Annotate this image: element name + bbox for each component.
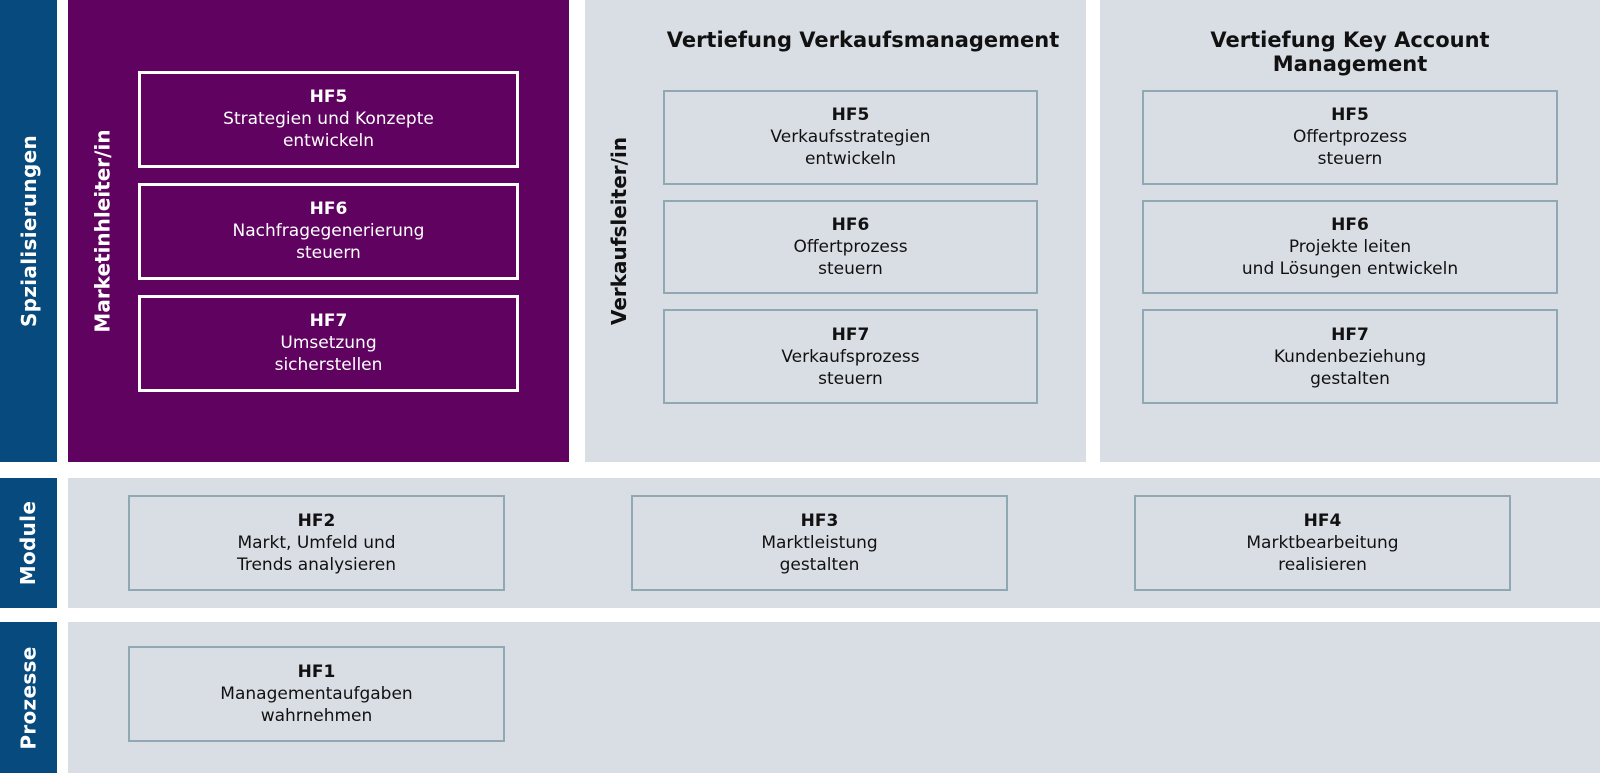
hf-box-marketing-hf6[interactable]: HF6 Nachfragegenerierung steuern <box>138 182 519 280</box>
module-box-row: HF2 Markt, Umfeld und Trends analysieren… <box>128 495 1584 591</box>
role-label-verkaufsleiter: Verkaufsleiter/in <box>607 136 631 326</box>
hf-box-stack-verkaufsmanagement: HF5 Verkaufsstrategien entwickeln HF6 Of… <box>663 90 1038 405</box>
specialization-panel-key-account-management: Vertiefung Key Account Management HF5 Of… <box>1100 0 1600 462</box>
role-rail-marketing: Marketinhleiter/in <box>68 0 138 462</box>
category-label-spezialisierungen: Spzialisierungen <box>16 134 41 328</box>
hf-code: HF1 <box>297 661 336 682</box>
hf-box-stack-key-account-management: HF5 Offertprozess steuern HF6 Projekte l… <box>1142 90 1558 405</box>
prozesse-box-row: HF1 Managementaufgaben wahrnehmen <box>128 646 505 742</box>
category-label-module: Module <box>16 500 41 586</box>
category-bar-module: Module <box>0 478 57 608</box>
hf-text: Kundenbeziehung gestalten <box>1273 346 1427 389</box>
hf-box-verkauf-hf7[interactable]: HF7 Verkaufsprozess steuern <box>663 309 1038 405</box>
specialization-panel-marketing: Marketinhleiter/in HF5 Strategien und Ko… <box>68 0 569 462</box>
prozesse-row-band: HF1 Managementaufgaben wahrnehmen <box>68 622 1600 773</box>
hf-box-module-hf2[interactable]: HF2 Markt, Umfeld und Trends analysieren <box>128 495 505 591</box>
hf-code: HF7 <box>1331 324 1369 345</box>
hf-code: HF2 <box>297 510 336 531</box>
hf-box-kam-hf6[interactable]: HF6 Projekte leiten und Lösungen entwick… <box>1142 199 1558 295</box>
hf-box-module-hf4[interactable]: HF4 Marktbearbeitung realisieren <box>1134 495 1511 591</box>
hf-code: HF5 <box>831 105 870 126</box>
hf-box-verkauf-hf6[interactable]: HF6 Offertprozess steuern <box>663 199 1038 295</box>
category-label-prozesse: Prozesse <box>16 645 41 750</box>
hf-box-verkauf-hf5[interactable]: HF5 Verkaufsstrategien entwickeln <box>663 90 1038 185</box>
hf-text: Offertprozess steuern <box>1292 127 1408 170</box>
category-bar-prozesse: Prozesse <box>0 622 57 773</box>
role-label-marketingleiter: Marketinhleiter/in <box>91 129 115 333</box>
hf-code: HF6 <box>1331 214 1369 235</box>
hf-code: HF5 <box>309 86 348 107</box>
hf-text: Nachfragegenerierung steuern <box>232 220 425 264</box>
hf-box-marketing-hf5[interactable]: HF5 Strategien und Konzepte entwickeln <box>138 70 519 168</box>
hf-code: HF4 <box>1303 510 1342 531</box>
hf-box-prozesse-hf1[interactable]: HF1 Managementaufgaben wahrnehmen <box>128 646 505 742</box>
hf-box-stack-marketing: HF5 Strategien und Konzepte entwickeln H… <box>138 0 569 462</box>
hf-text: Marktbearbeitung realisieren <box>1246 532 1399 576</box>
hf-code: HF7 <box>309 310 348 331</box>
hf-text: Strategien und Konzepte entwickeln <box>223 108 434 152</box>
hf-box-kam-hf5[interactable]: HF5 Offertprozess steuern <box>1142 90 1558 185</box>
hf-code: HF6 <box>831 214 870 235</box>
hf-box-kam-hf7[interactable]: HF7 Kundenbeziehung gestalten <box>1142 309 1558 405</box>
category-bar-spezialisierungen: Spzialisierungen <box>0 0 57 462</box>
hf-code: HF3 <box>800 510 839 531</box>
hf-text: Offertprozess steuern <box>793 236 908 280</box>
hf-code: HF5 <box>1331 105 1369 126</box>
hf-text: Marktleistung gestalten <box>761 532 878 576</box>
hf-box-marketing-hf7[interactable]: HF7 Umsetzung sicherstellen <box>138 294 519 392</box>
hf-text: Verkaufsprozess steuern <box>781 346 920 389</box>
hf-text: Managementaufgaben wahrnehmen <box>220 683 413 727</box>
module-row-band: HF2 Markt, Umfeld und Trends analysieren… <box>68 478 1600 608</box>
hf-text: Umsetzung sicherstellen <box>274 332 383 376</box>
hf-box-module-hf3[interactable]: HF3 Marktleistung gestalten <box>631 495 1008 591</box>
panel-title-verkaufsmanagement: Vertiefung Verkaufsmanagement <box>666 28 1060 52</box>
hf-code: HF7 <box>831 324 870 345</box>
role-rail-verkaufsleiter: Verkaufsleiter/in <box>585 0 653 462</box>
panel-title-key-account-management: Vertiefung Key Account Management <box>1210 28 1490 76</box>
specialization-panel-verkaufsmanagement: Vertiefung Verkaufsmanagement Verkaufsle… <box>585 0 1086 462</box>
hf-text: Markt, Umfeld und Trends analysieren <box>236 532 397 576</box>
hf-text: Projekte leiten und Lösungen entwickeln <box>1241 236 1459 280</box>
hf-text: Verkaufsstrategien entwickeln <box>770 127 931 170</box>
hf-code: HF6 <box>309 198 348 219</box>
